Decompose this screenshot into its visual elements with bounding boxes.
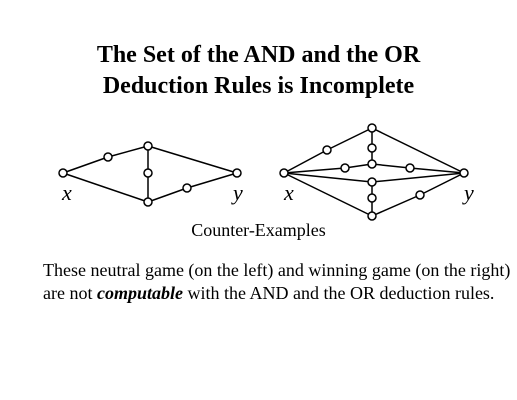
right-graph-edge [371, 172, 465, 183]
left-graph-edge [186, 172, 238, 189]
right-graph-edge [371, 194, 421, 217]
right-graph-node [279, 168, 289, 178]
right-graph-edge [371, 127, 465, 174]
explanation-text: These neutral game (on the left) and win… [43, 259, 513, 305]
right-graph-node [367, 143, 377, 153]
right-graph-edge [371, 163, 411, 169]
left-graph-edge [62, 156, 109, 174]
right-graph-node [367, 177, 377, 187]
left-graph-node [182, 183, 192, 193]
left-graph-node [143, 197, 153, 207]
title-line-2: Deduction Rules is Incomplete [102, 73, 415, 99]
right-graph [279, 123, 469, 221]
left-graph-edge [62, 172, 149, 203]
right-graph-edge [419, 172, 465, 196]
left-graph-x-label: x [61, 180, 72, 205]
right-graph-node [367, 193, 377, 203]
right-graph-y-label: y [462, 180, 474, 205]
right-graph-node [367, 123, 377, 133]
left-graph-node [143, 168, 153, 178]
left-graph-node [143, 141, 153, 151]
title-line-1: The Set of the AND and the OR [96, 42, 421, 68]
right-graph-node [367, 159, 377, 169]
right-graph-node [322, 145, 332, 155]
right-graph-node [415, 190, 425, 200]
right-graph-edge [283, 172, 373, 183]
explanation-text-part-1: These neutral game (on the left) and win… [43, 260, 511, 303]
right-graph-edge [283, 149, 328, 174]
right-graph-edge [283, 167, 346, 174]
left-graph-node [232, 168, 242, 178]
emphasis-computable: computable [96, 283, 183, 303]
slide-title: The Set of the AND and the OR Deduction … [0, 40, 517, 102]
right-graph-x-label: x [283, 180, 294, 205]
left-graph-node [58, 168, 68, 178]
left-graph-y-label: y [231, 180, 243, 205]
right-graph-edge [326, 127, 373, 151]
left-graph-edge [147, 145, 238, 174]
left-graph-node [103, 152, 113, 162]
diagram-caption: Counter-Examples [191, 220, 326, 240]
right-graph-node [367, 211, 377, 221]
left-graph-edge [147, 187, 188, 203]
left-graph-edge [107, 145, 149, 158]
right-graph-node [405, 163, 415, 173]
right-graph-node [340, 163, 350, 173]
right-graph-edge [283, 172, 373, 217]
left-graph [58, 141, 242, 207]
right-graph-node [459, 168, 469, 178]
right-graph-edge [409, 167, 465, 174]
explanation-text-part-2: with the AND and the OR deduction rules. [182, 283, 495, 303]
